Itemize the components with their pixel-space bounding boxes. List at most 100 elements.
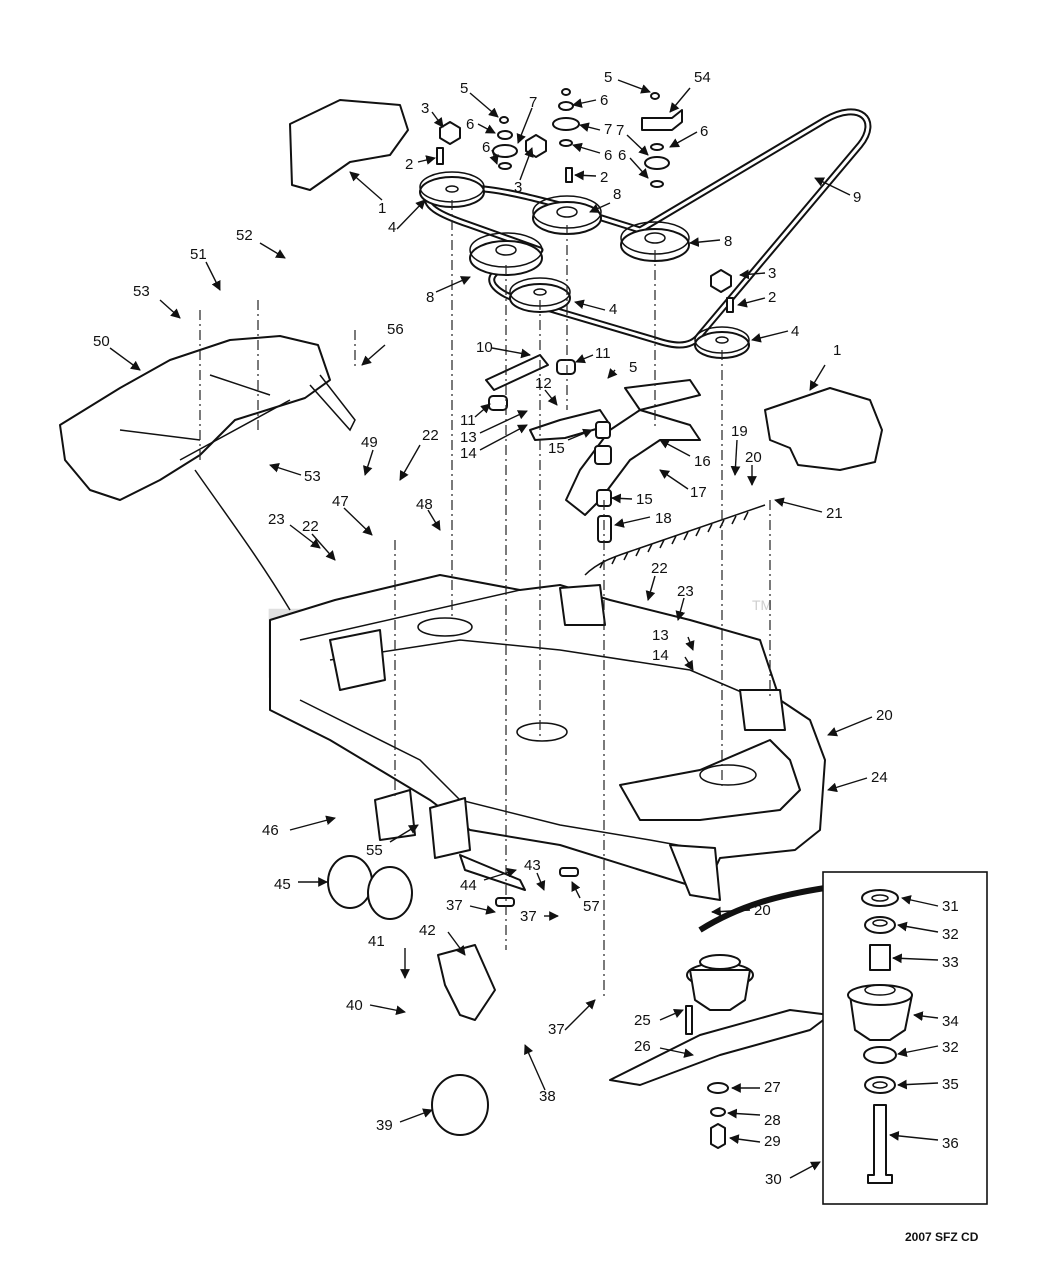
callout-53: 53 xyxy=(133,283,150,300)
callout-37b: 37 xyxy=(520,908,537,925)
callout-41: 41 xyxy=(368,933,385,950)
callout-22: 22 xyxy=(422,427,439,444)
callout-17: 17 xyxy=(690,484,707,501)
callout-5: 5 xyxy=(460,80,468,97)
callout-4c: 4 xyxy=(791,323,799,340)
callout-6d: 6 xyxy=(604,147,612,164)
callout-45: 45 xyxy=(274,876,291,893)
callout-2: 2 xyxy=(405,156,413,173)
callout-27: 27 xyxy=(764,1079,781,1096)
callout-24: 24 xyxy=(871,769,888,786)
callout-56: 56 xyxy=(387,321,404,338)
callout-21: 21 xyxy=(826,505,843,522)
callout-44: 44 xyxy=(460,877,477,894)
callout-29: 29 xyxy=(764,1133,781,1150)
callout-7b: 7 xyxy=(604,121,612,138)
callout-19: 19 xyxy=(731,423,748,440)
idler-arm-assembly xyxy=(485,354,701,543)
callout-8c: 8 xyxy=(426,289,434,306)
callout-51: 51 xyxy=(190,246,207,263)
callout-50: 50 xyxy=(93,333,110,350)
gauge-wheels xyxy=(327,854,579,1136)
callout-12: 12 xyxy=(535,375,552,392)
callout-7c: 7 xyxy=(616,122,624,139)
callout-15: 15 xyxy=(548,440,565,457)
callout-2c: 2 xyxy=(768,289,776,306)
callout-3b: 3 xyxy=(514,179,522,196)
callout-6c: 6 xyxy=(600,92,608,109)
callout-6b: 6 xyxy=(482,139,490,156)
callout-11: 11 xyxy=(595,345,611,362)
callout-47: 47 xyxy=(332,493,349,510)
drive-belt xyxy=(424,108,872,349)
drawing-code: 2007 SFZ CD xyxy=(905,1230,979,1244)
hardware-stack xyxy=(436,88,734,313)
mower-deck-housing xyxy=(269,574,826,901)
callout-35: 35 xyxy=(942,1076,959,1093)
callout-40: 40 xyxy=(346,997,363,1014)
callout-6e: 6 xyxy=(700,123,708,140)
callout-54: 54 xyxy=(694,69,711,86)
callout-37: 37 xyxy=(446,897,463,914)
callout-14: 14 xyxy=(460,445,477,462)
callout-3: 3 xyxy=(421,100,429,117)
callout-13: 13 xyxy=(460,429,477,446)
callout-39: 39 xyxy=(376,1117,393,1134)
callout-31: 31 xyxy=(942,898,959,915)
callout-42: 42 xyxy=(419,922,436,939)
trademark: TM xyxy=(752,597,772,613)
callout-2b: 2 xyxy=(600,169,608,186)
callout-36: 36 xyxy=(942,1135,959,1152)
callout-32b: 32 xyxy=(942,1039,959,1056)
callout-46: 46 xyxy=(262,822,279,839)
callout-11b: 11 xyxy=(460,412,476,429)
callout-23b: 23 xyxy=(677,583,694,600)
callout-1: 1 xyxy=(378,200,386,217)
callout-28: 28 xyxy=(764,1112,781,1129)
callout-22b: 22 xyxy=(302,518,319,535)
callout-7: 7 xyxy=(529,94,537,111)
callout-26: 26 xyxy=(634,1038,651,1055)
callout-48: 48 xyxy=(416,496,433,513)
callout-38: 38 xyxy=(539,1088,556,1105)
callout-20b: 20 xyxy=(876,707,893,724)
callout-37c: 37 xyxy=(548,1021,565,1038)
callout-15b: 15 xyxy=(636,491,653,508)
callout-25: 25 xyxy=(634,1012,651,1029)
callout-22c: 22 xyxy=(651,560,668,577)
callout-13b: 13 xyxy=(652,627,669,644)
tension-spring xyxy=(584,504,766,576)
callout-labels: 4 1 2 3 5 6 6 7 3 5 6 7 6 2 8 54 6 7 6 9… xyxy=(93,69,959,1188)
callout-20c: 20 xyxy=(754,902,771,919)
callout-43: 43 xyxy=(524,857,541,874)
callout-6f: 6 xyxy=(618,147,626,164)
belt-cover-right xyxy=(764,387,883,471)
callout-8: 8 xyxy=(613,186,621,203)
assembly-lines xyxy=(199,200,771,1000)
callout-18: 18 xyxy=(655,510,672,527)
callout-34: 34 xyxy=(942,1013,959,1030)
callout-4b: 4 xyxy=(609,301,617,318)
callout-9: 9 xyxy=(853,189,861,206)
callout-8b: 8 xyxy=(724,233,732,250)
discharge-deflector xyxy=(59,335,356,611)
callout-23: 23 xyxy=(268,511,285,528)
callout-10: 10 xyxy=(476,339,493,356)
callout-30: 30 xyxy=(765,1171,782,1188)
pulleys xyxy=(419,171,750,359)
callout-3c: 3 xyxy=(768,265,776,282)
callout-33: 33 xyxy=(942,954,959,971)
callout-55: 55 xyxy=(366,842,383,859)
callout-5c: 5 xyxy=(629,359,637,376)
callout-20: 20 xyxy=(745,449,762,466)
callout-6: 6 xyxy=(466,116,474,133)
belt-cover-left xyxy=(289,99,409,191)
callout-16: 16 xyxy=(694,453,711,470)
callout-5b: 5 xyxy=(604,69,612,86)
callout-4: 4 xyxy=(388,219,396,236)
spindle-and-blade xyxy=(609,885,831,1149)
callout-52: 52 xyxy=(236,227,253,244)
callout-32: 32 xyxy=(942,926,959,943)
spindle-inset xyxy=(822,871,988,1205)
